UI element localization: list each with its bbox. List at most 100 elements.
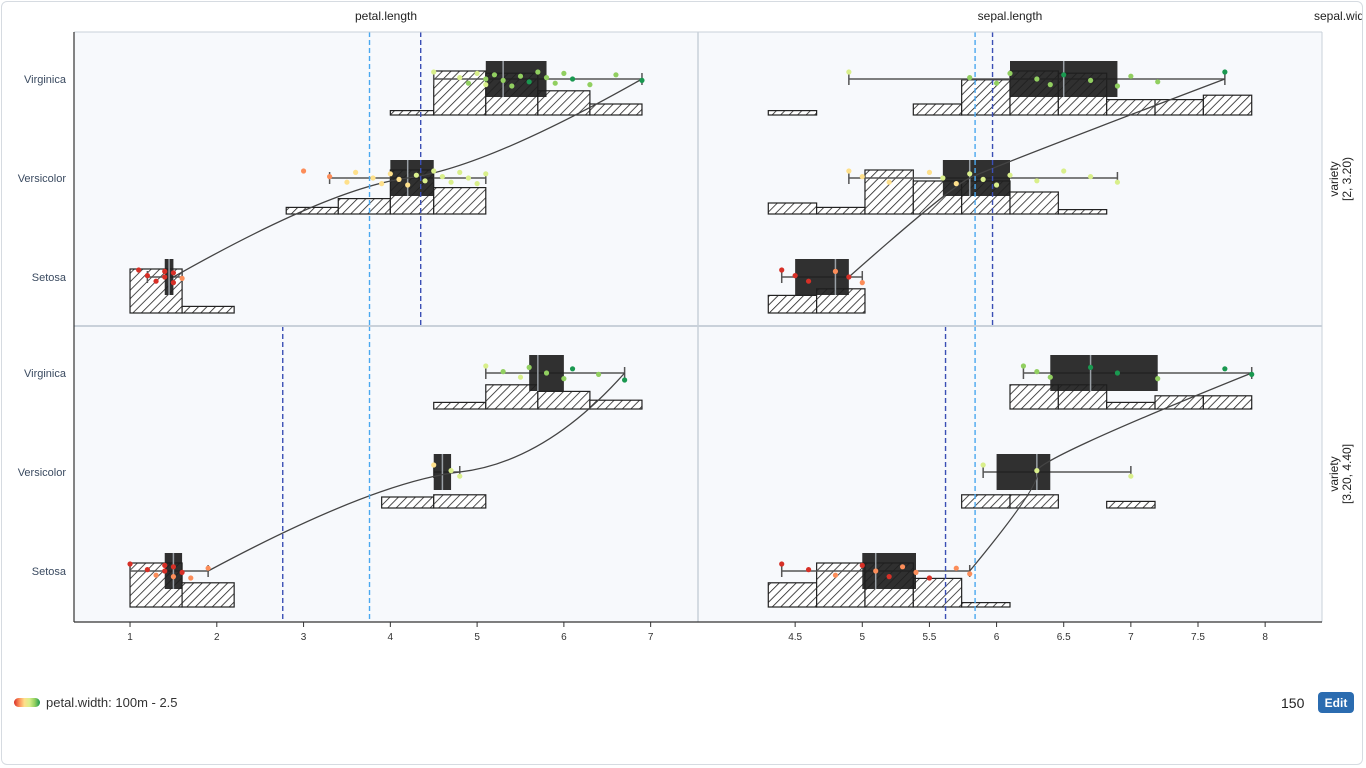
histogram-bar xyxy=(129,268,183,314)
data-point xyxy=(1061,168,1067,174)
data-point xyxy=(543,370,550,376)
histogram-bar xyxy=(1106,500,1156,509)
data-point xyxy=(1061,72,1067,78)
data-point xyxy=(153,572,159,578)
histogram-bar xyxy=(767,202,818,215)
data-point xyxy=(405,182,411,188)
data-point xyxy=(344,179,350,185)
color-legend-label: petal.width: 100m - 2.5 xyxy=(46,695,178,710)
data-point xyxy=(980,462,986,468)
data-point xyxy=(899,564,906,570)
data-point xyxy=(953,181,959,187)
data-point xyxy=(613,72,619,78)
data-point xyxy=(1114,370,1121,376)
data-point xyxy=(500,77,506,83)
category-label: Versicolor xyxy=(18,173,67,185)
histogram-bar xyxy=(589,103,643,116)
data-point xyxy=(483,82,489,88)
histogram-bar xyxy=(961,494,1011,509)
histogram-bar xyxy=(1106,98,1156,116)
data-point xyxy=(846,168,852,174)
data-point xyxy=(967,571,973,577)
x-tick-label: 7.5 xyxy=(1191,632,1205,643)
histogram-bar xyxy=(912,103,963,116)
data-point xyxy=(1114,83,1121,89)
data-point xyxy=(127,561,133,567)
x-tick-label: 6 xyxy=(994,632,1000,643)
data-point xyxy=(846,274,852,280)
column-title: petal.length xyxy=(355,9,417,23)
histogram-bar xyxy=(767,582,818,608)
histogram-bar xyxy=(181,582,235,608)
row-facet-title: variety xyxy=(1327,161,1341,196)
column-title: sepal.wid xyxy=(1314,9,1363,23)
data-point xyxy=(483,171,489,177)
x-tick-label: 6 xyxy=(561,632,567,643)
data-point xyxy=(448,179,454,185)
data-point xyxy=(779,561,785,567)
data-point xyxy=(561,376,567,382)
box-iqr xyxy=(485,61,547,97)
data-point xyxy=(162,274,168,280)
category-label: Versicolor xyxy=(18,467,67,479)
row-facet-label: [2, 3.20) xyxy=(1340,157,1354,201)
data-point xyxy=(1007,70,1013,76)
data-point xyxy=(474,181,480,187)
histogram-bar xyxy=(337,198,391,215)
panel-1 xyxy=(129,32,645,326)
data-point xyxy=(569,76,576,82)
data-point xyxy=(980,176,986,182)
data-point xyxy=(205,565,211,571)
histogram-bar xyxy=(961,601,1011,608)
category-label: Virginica xyxy=(24,368,67,380)
data-point xyxy=(162,562,168,569)
data-point xyxy=(779,267,785,273)
data-point xyxy=(379,181,385,187)
histogram-bar xyxy=(537,390,591,410)
histogram-bar xyxy=(961,79,1011,116)
data-point xyxy=(162,268,168,274)
panel-2 xyxy=(767,32,1253,326)
x-tick-label: 8 xyxy=(1262,632,1268,643)
trend-line xyxy=(173,78,643,278)
histogram-bar xyxy=(1106,401,1156,410)
data-point xyxy=(873,568,879,574)
data-point xyxy=(353,169,359,175)
data-point xyxy=(940,175,946,181)
data-point xyxy=(517,73,524,79)
edit-button[interactable]: Edit xyxy=(1318,692,1354,713)
data-point xyxy=(1087,364,1094,370)
data-point xyxy=(483,76,489,82)
data-point xyxy=(431,462,437,468)
histogram-bar xyxy=(767,294,818,314)
data-point xyxy=(859,174,865,180)
data-point xyxy=(926,575,933,581)
data-point xyxy=(1047,82,1053,88)
data-point xyxy=(396,176,402,182)
x-tick-label: 2 xyxy=(214,632,220,643)
data-point xyxy=(136,267,142,273)
box-iqr xyxy=(996,454,1051,490)
panel-4 xyxy=(767,326,1255,622)
data-point xyxy=(886,574,892,580)
data-point xyxy=(1034,76,1040,82)
box-iqr xyxy=(1050,355,1158,391)
data-point xyxy=(561,70,567,76)
data-point xyxy=(300,168,307,174)
histogram-bar xyxy=(381,496,435,509)
data-point xyxy=(179,275,185,281)
data-point xyxy=(457,169,463,175)
data-point xyxy=(1128,473,1134,479)
data-point xyxy=(144,273,150,279)
data-point xyxy=(1249,371,1255,377)
data-point xyxy=(483,363,489,369)
data-point xyxy=(170,280,177,286)
data-point xyxy=(1114,179,1121,185)
data-point xyxy=(792,273,798,279)
data-point xyxy=(1034,468,1040,474)
data-point xyxy=(526,364,532,370)
data-point xyxy=(188,575,194,581)
histogram-bar xyxy=(1009,494,1059,509)
histogram-bar xyxy=(1154,98,1204,116)
data-point xyxy=(967,171,973,177)
